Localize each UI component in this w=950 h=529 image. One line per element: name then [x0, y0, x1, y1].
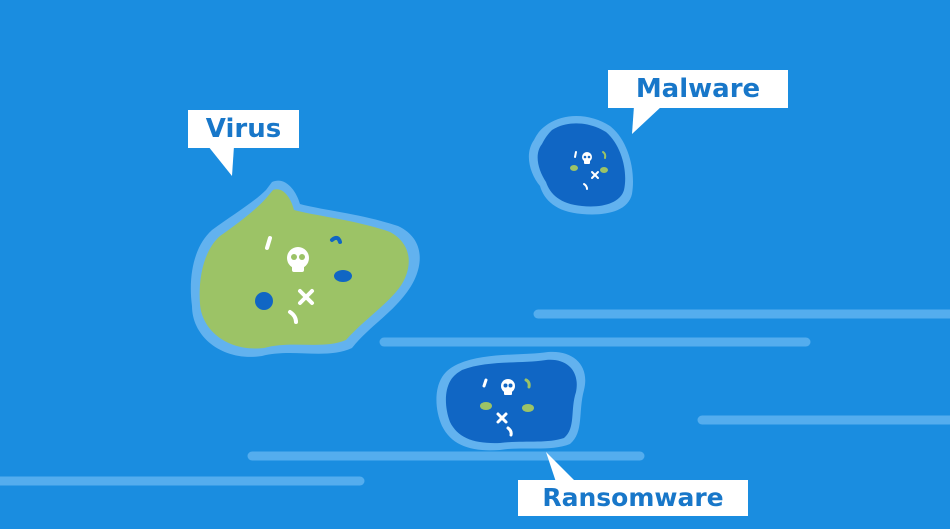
- malware-callout-pointer: [632, 106, 662, 134]
- mark-icon: [482, 378, 488, 388]
- lake-icon: [334, 270, 352, 282]
- virus-label: Virus: [188, 110, 299, 148]
- lake-icon: [522, 404, 534, 412]
- virus-island[interactable]: [190, 180, 420, 357]
- mark-icon: [583, 183, 588, 190]
- skull-icon: [287, 247, 309, 272]
- lake-icon: [255, 292, 273, 310]
- ransomware-island-land: [445, 359, 577, 444]
- skull-icon: [582, 152, 592, 164]
- ransomware-callout-pointer: [546, 452, 576, 482]
- virus-island-land: [199, 189, 409, 349]
- malware-label: Malware: [608, 70, 788, 108]
- mark-icon: [602, 151, 607, 159]
- wave-lines: [0, 309, 950, 486]
- cross-icon: [298, 289, 314, 305]
- mark-icon: [574, 151, 577, 158]
- lake-icon: [570, 165, 578, 171]
- cross-icon: [496, 412, 508, 424]
- ransomware-label: Ransomware: [518, 480, 748, 516]
- mark-icon: [265, 236, 272, 250]
- cross-icon: [591, 171, 599, 179]
- lake-icon: [600, 167, 608, 173]
- mark-icon: [524, 378, 531, 389]
- mark-icon: [288, 310, 298, 324]
- malware-island[interactable]: [528, 115, 634, 215]
- lake-icon: [480, 402, 492, 410]
- skull-icon: [501, 379, 515, 395]
- mark-icon: [330, 235, 342, 244]
- ransomware-island[interactable]: [436, 351, 586, 451]
- malware-island-land: [537, 123, 626, 207]
- virus-callout-pointer: [208, 146, 234, 176]
- mark-icon: [506, 426, 513, 437]
